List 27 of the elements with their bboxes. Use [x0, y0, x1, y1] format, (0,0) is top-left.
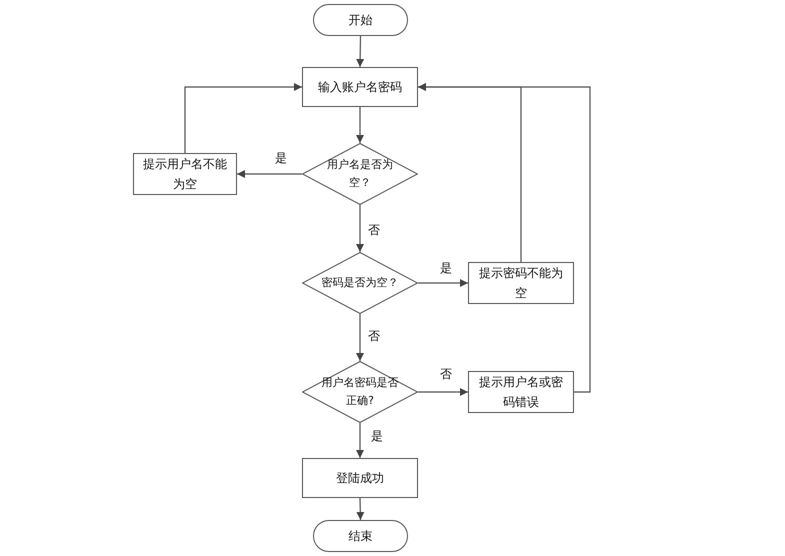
edge-label: 是 — [274, 150, 288, 166]
process-box: 提示用户名或密码错误 — [468, 371, 574, 413]
process-box: 登陆成功 — [302, 458, 418, 498]
arrow — [356, 107, 364, 143]
decision-diamond: 用户名是否为空？ — [302, 143, 418, 205]
arrow — [237, 170, 302, 178]
terminal-box: 开始 — [313, 4, 408, 36]
arrow — [356, 314, 364, 361]
edge-label: 否 — [367, 328, 381, 344]
arrow — [356, 205, 364, 252]
edge-label: 否 — [439, 366, 453, 382]
arrow — [356, 423, 364, 458]
edge-label: 是 — [370, 428, 384, 444]
arrow — [418, 279, 468, 287]
arrow — [356, 36, 364, 68]
terminal-box: 结束 — [313, 520, 408, 552]
arrow — [356, 498, 364, 520]
process-box: 提示用户名不能为空 — [133, 153, 237, 195]
arrow — [184, 83, 302, 153]
arrow — [418, 388, 468, 396]
decision-diamond: 密码是否为空？ — [302, 252, 418, 314]
arrow — [418, 83, 591, 393]
process-box: 输入账户名密码 — [302, 67, 418, 107]
edge-label: 是 — [439, 260, 453, 276]
process-box: 提示密码不能为空 — [468, 262, 574, 304]
edge-label: 否 — [367, 222, 381, 238]
decision-diamond: 用户名密码是否正确? — [302, 361, 418, 423]
